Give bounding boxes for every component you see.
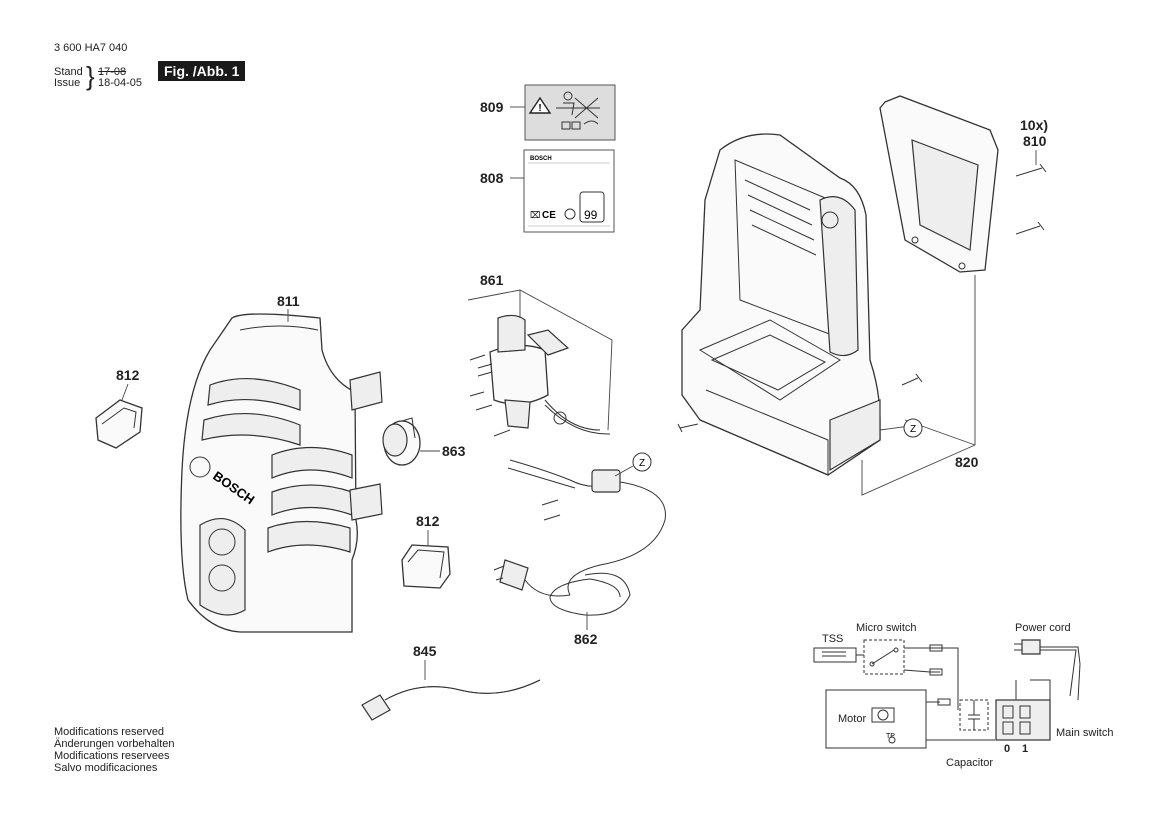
wiring-diagram: TSS Micro switch Power cord Motor TP Cap… <box>813 622 1113 769</box>
modifications-notice: Modifications reserved Änderungen vorbeh… <box>54 726 174 774</box>
motor-box <box>825 689 927 749</box>
issue-date: 18-04-05 <box>98 77 143 89</box>
part-number: 3 600 HA7 040 <box>54 42 128 54</box>
screw-810-left <box>677 423 699 433</box>
detail-marker-z-housing <box>903 418 923 438</box>
issue-label: Issue <box>54 77 81 89</box>
svg-text:!: ! <box>538 103 541 114</box>
callout-845: 845 <box>413 643 437 659</box>
ce-mark-icon: CE <box>542 210 556 221</box>
detail-z-housing-label: Z <box>910 424 916 435</box>
callout-810: 810 <box>1023 133 1047 149</box>
screw-810-mid <box>901 373 923 386</box>
callout-820: 820 <box>955 454 979 470</box>
callout-861: 861 <box>480 272 504 288</box>
screw-810-lower <box>1015 221 1045 235</box>
wiring-capacitor-label: Capacitor <box>946 757 993 769</box>
wiring-switch-off: 0 <box>1004 743 1010 755</box>
clip-812-lower <box>401 544 451 589</box>
weee-icon: ⌧ <box>530 210 540 220</box>
sticker-noise-value: 99 <box>584 208 598 222</box>
modifications-line-en: Modifications reserved <box>54 726 165 738</box>
motor-icon <box>871 707 895 723</box>
callout-808: 808 <box>480 170 504 186</box>
callout-809: 809 <box>480 99 504 115</box>
stand-date: 17-08 <box>98 66 127 78</box>
wiring-switch-on: 1 <box>1022 743 1028 755</box>
rear-cover-820 <box>879 95 999 273</box>
stand-label: Stand <box>54 66 83 78</box>
figure-label: Fig. /Abb. 1 <box>158 61 246 81</box>
callout-810-qty: 10x) <box>1020 117 1048 133</box>
tss-sensor-icon <box>813 647 857 663</box>
micro-switch-861 <box>469 314 611 437</box>
plug-icon <box>1021 639 1041 655</box>
screw-810-upper <box>1015 163 1047 177</box>
modifications-line-de: Änderungen vorbehalten <box>54 738 175 750</box>
sticker-brand: BOSCH <box>530 156 552 162</box>
screw-icon <box>541 499 561 521</box>
switch-knob-863 <box>382 417 421 466</box>
front-housing-811: BOSCH <box>180 313 383 633</box>
power-cord-862 <box>493 459 666 616</box>
warning-sticker-809: ! <box>524 84 616 141</box>
callout-862: 862 <box>574 631 598 647</box>
micro-switch-icon <box>863 639 905 675</box>
screw-icon <box>469 354 511 437</box>
detail-z-cord-label: Z <box>639 458 645 469</box>
bracket-icon: } <box>86 61 95 91</box>
rear-housing-820 <box>681 133 881 476</box>
wiring-power-cord-label: Power cord <box>1015 622 1071 634</box>
wiring-tss-label: TSS <box>822 633 843 645</box>
callout-863: 863 <box>442 443 466 459</box>
clip-812-upper <box>95 399 143 449</box>
callout-812-lower: 812 <box>416 513 440 529</box>
hose-845 <box>361 679 541 721</box>
wiring-main-switch-label: Main switch <box>1056 727 1113 739</box>
main-switch-icon <box>995 699 1051 741</box>
detail-marker-z-cord <box>632 452 652 472</box>
modifications-line-es: Salvo modificaciones <box>54 762 158 774</box>
callout-811: 811 <box>277 293 300 309</box>
modifications-line-fr: Modifications reservees <box>54 750 170 762</box>
wiring-micro-switch-label: Micro switch <box>856 622 917 634</box>
wiring-motor-label: Motor <box>838 713 866 725</box>
wiring-thermal-label: TP <box>886 733 895 740</box>
callout-812-upper: 812 <box>116 367 140 383</box>
rating-sticker-808: BOSCH ⌧ CE 99 <box>523 149 615 233</box>
